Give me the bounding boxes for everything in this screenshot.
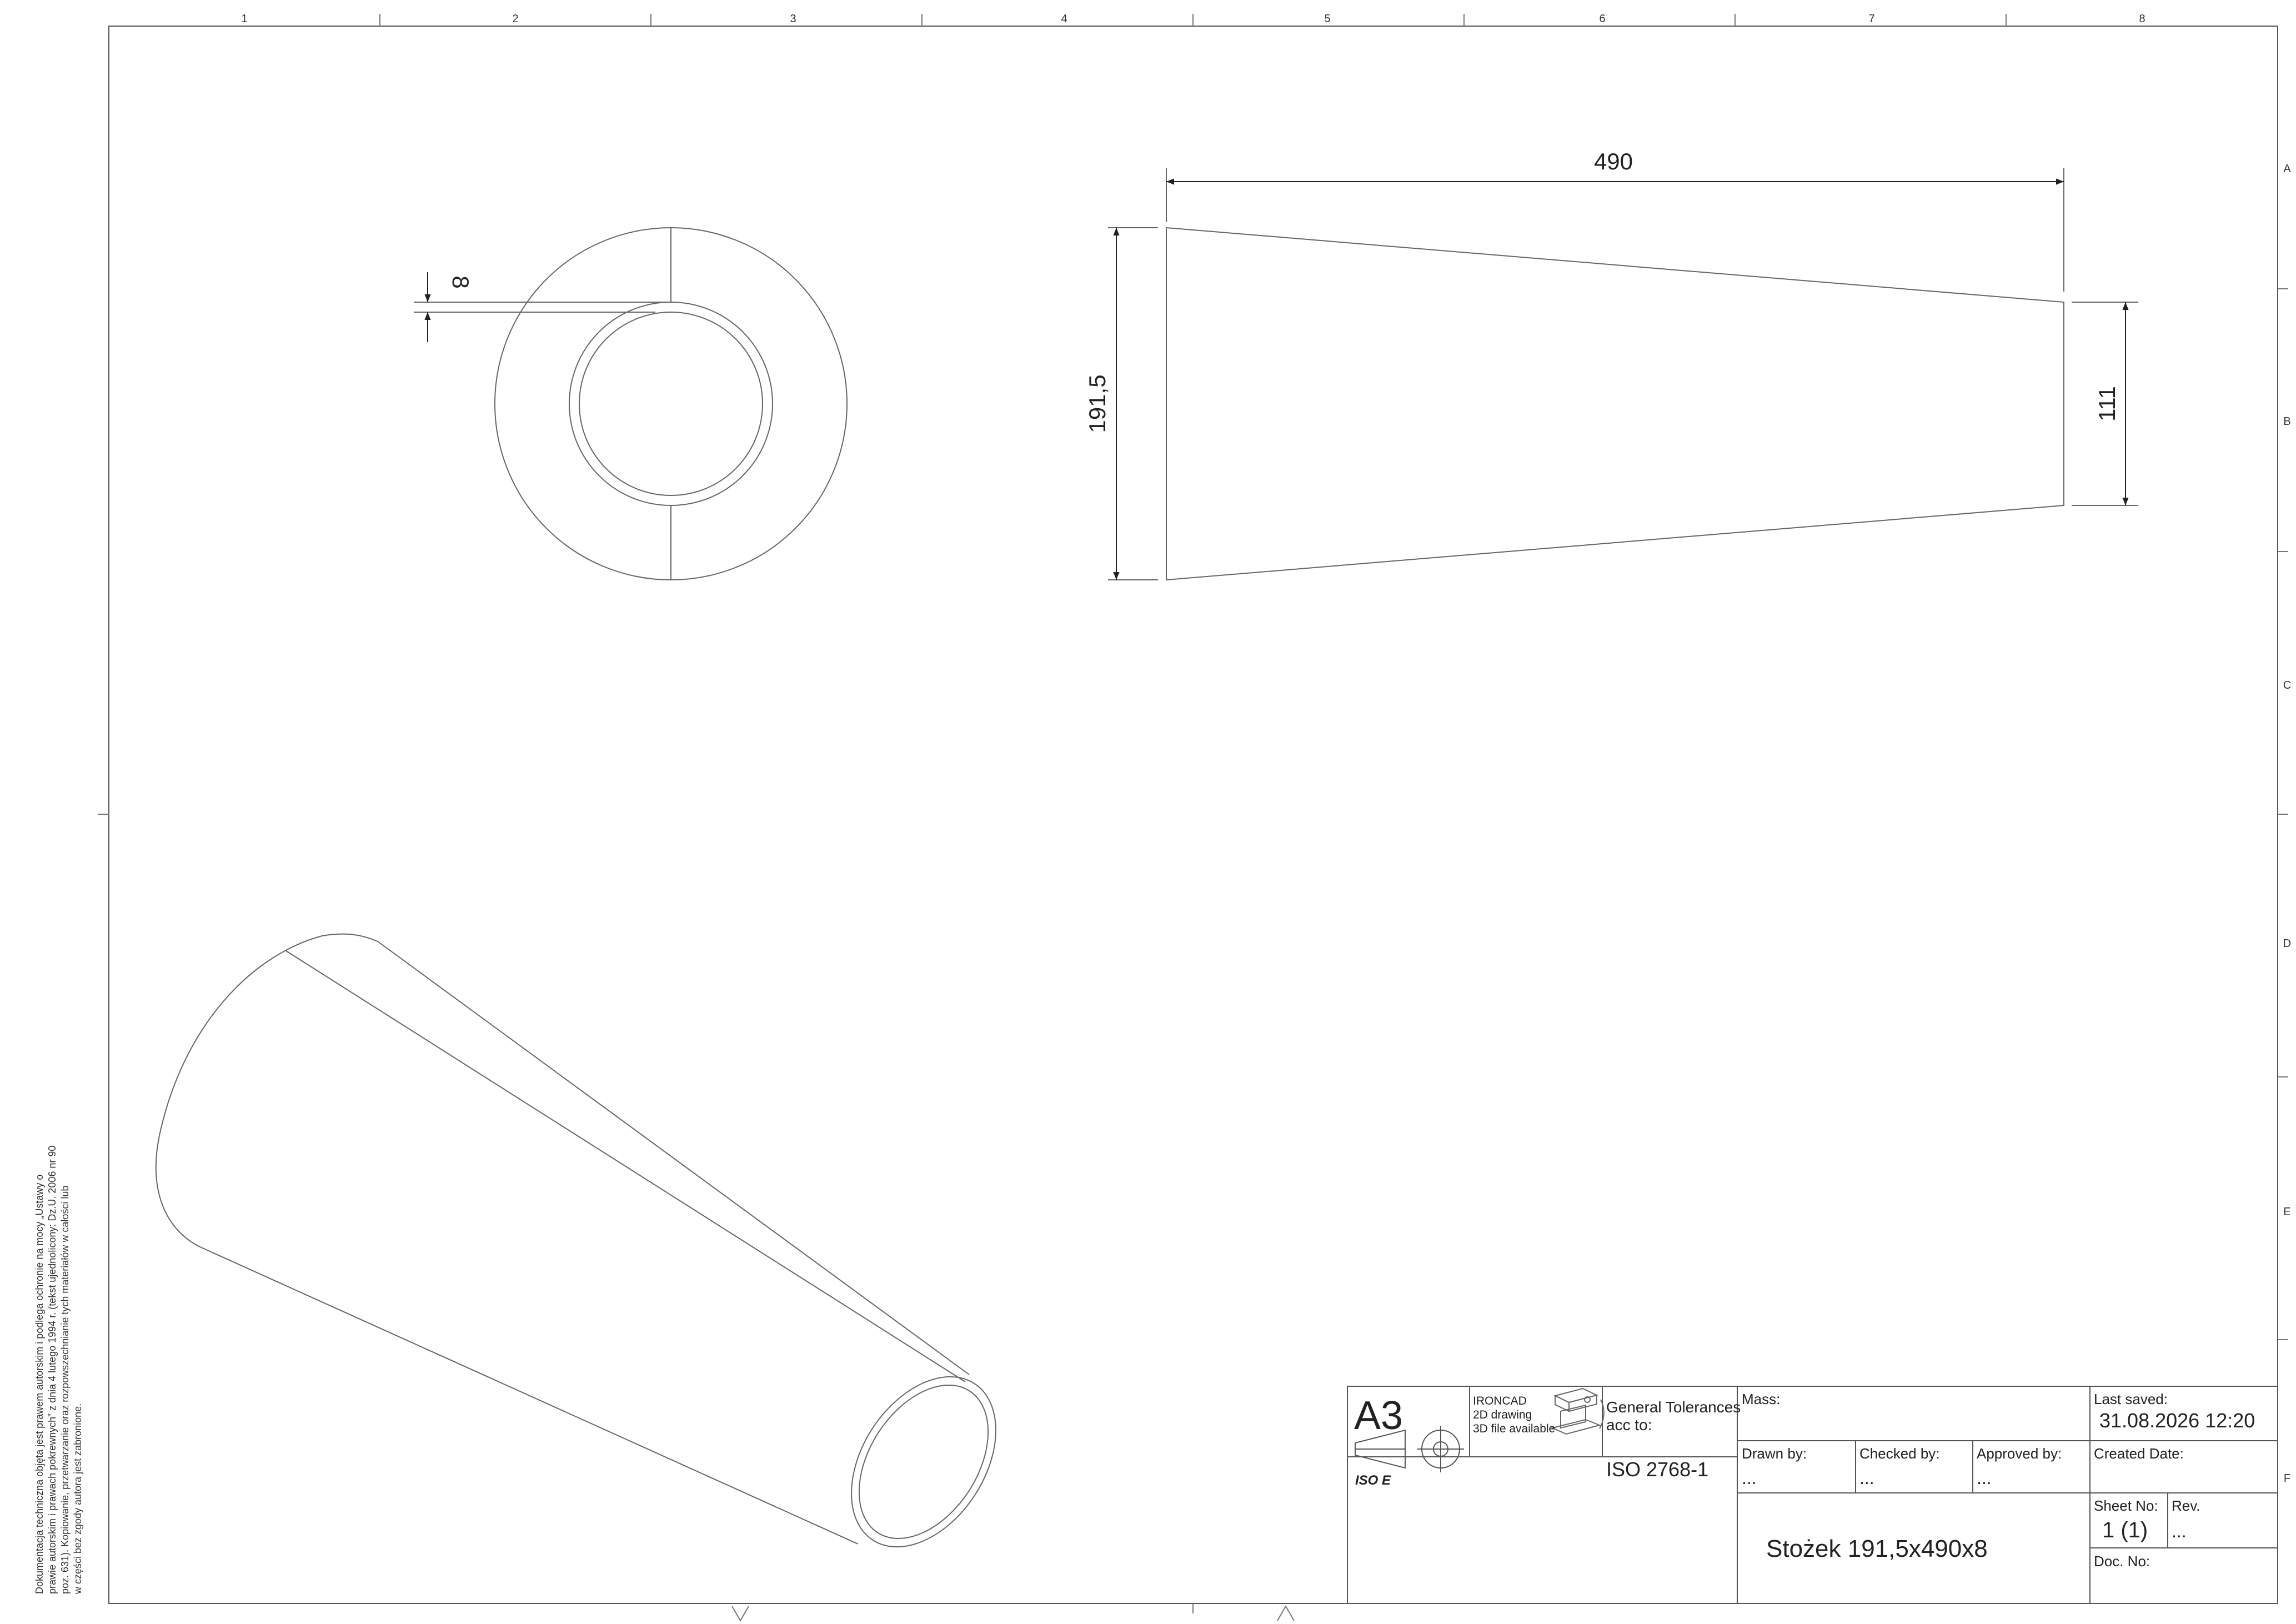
ironcad-text-line2: 2D drawing xyxy=(1473,1409,1532,1421)
sheet-no-label: Sheet No: xyxy=(2094,1497,2158,1514)
cone-side-profile xyxy=(1166,227,2064,581)
general-tolerances-label-line1: General Tolerances xyxy=(1606,1399,1741,1416)
iso-small-end-outer xyxy=(851,1376,996,1548)
zone-col-8: 8 xyxy=(2139,13,2145,25)
checked-by-value: ... xyxy=(1859,1468,1874,1488)
side-view xyxy=(1108,168,2138,581)
iso-small-end-inner xyxy=(858,1385,989,1539)
iso-top-silhouette xyxy=(377,941,970,1375)
zone-row-a: A xyxy=(2283,163,2291,175)
zone-row-d: D xyxy=(2283,938,2291,950)
approved-by-value: ... xyxy=(1977,1468,1992,1488)
copyright-line-3: poz. 631). Kopiowanie, przetwarzanie ora… xyxy=(59,1185,71,1594)
drawn-by-value: ... xyxy=(1742,1468,1757,1488)
title-block xyxy=(1347,1386,2278,1604)
ironcad-logo-icon xyxy=(1550,1387,1605,1435)
iso-large-end-arc xyxy=(155,933,378,1247)
zone-row-c: C xyxy=(2283,679,2291,691)
projection-label: ISO E xyxy=(1355,1473,1391,1488)
end-view-inner-circle-outer xyxy=(569,302,773,506)
dim-small-diameter: 111 xyxy=(2094,386,2120,422)
last-saved-label: Last saved: xyxy=(2094,1391,2168,1407)
zone-col-2: 2 xyxy=(512,13,518,25)
created-date-label: Created Date: xyxy=(2094,1445,2184,1462)
sheet-no-value: 1 (1) xyxy=(2102,1518,2148,1542)
zone-ticks xyxy=(98,14,2288,1622)
projection-symbol-icon xyxy=(1355,1426,1464,1472)
dimension-lines xyxy=(1113,178,2129,580)
drawn-by-label: Drawn by: xyxy=(1742,1445,1807,1462)
approved-by-label: Approved by: xyxy=(1977,1445,2062,1462)
last-saved-value: 31.08.2026 12:20 xyxy=(2099,1409,2255,1432)
copyright-line-1: Dokumentacja techniczna objęta jest praw… xyxy=(34,1174,45,1594)
rev-value: ... xyxy=(2172,1521,2187,1541)
format-label: A3 xyxy=(1354,1394,1403,1438)
dim-large-diameter: 191,5 xyxy=(1084,374,1110,433)
zone-col-7: 7 xyxy=(1868,13,1874,25)
end-view-inner-circle-inner xyxy=(579,312,763,496)
zone-row-e: E xyxy=(2283,1206,2290,1218)
doc-no-label: Doc. No: xyxy=(2094,1553,2150,1570)
isometric-view xyxy=(155,933,996,1548)
tolerance-standard-value: ISO 2768-1 xyxy=(1606,1458,1708,1481)
iso-bottom-silhouette xyxy=(199,1246,859,1545)
iso-seam-line xyxy=(285,950,966,1382)
end-view xyxy=(414,227,848,580)
rev-label: Rev. xyxy=(2172,1497,2200,1514)
zone-col-4: 4 xyxy=(1061,13,1067,25)
checked-by-label: Checked by: xyxy=(1859,1445,1940,1462)
zone-col-6: 6 xyxy=(1599,13,1605,25)
zone-column-labels: 1 2 3 4 5 6 7 8 xyxy=(241,13,2145,25)
copyright-line-2: prawie autorskim i prawach pokrewnych” z… xyxy=(47,1145,58,1594)
zone-row-b: B xyxy=(2283,415,2290,428)
zone-col-3: 3 xyxy=(790,13,796,25)
dim-wall-thickness: 8 xyxy=(448,275,474,288)
mass-label: Mass: xyxy=(1742,1391,1780,1407)
part-title: Stożek 191,5x490x8 xyxy=(1766,1535,1988,1562)
copyright-line-4: w części bez zgody autora jest zabronion… xyxy=(72,1403,83,1594)
dim-length: 490 xyxy=(1594,148,1633,174)
sheet-frame xyxy=(108,26,2278,1604)
copyright-notice: Dokumentacja techniczna objęta jest praw… xyxy=(33,1033,84,1594)
zone-col-1: 1 xyxy=(241,13,247,25)
zone-row-labels: A B C D E F xyxy=(2283,163,2292,1485)
general-tolerances-label-line2: acc to: xyxy=(1606,1416,1652,1433)
ironcad-text-line3: 3D file available xyxy=(1473,1422,1555,1435)
zone-row-f: F xyxy=(2284,1472,2290,1485)
zone-col-5: 5 xyxy=(1324,13,1330,25)
ironcad-text-line1: IRONCAD xyxy=(1473,1395,1527,1407)
